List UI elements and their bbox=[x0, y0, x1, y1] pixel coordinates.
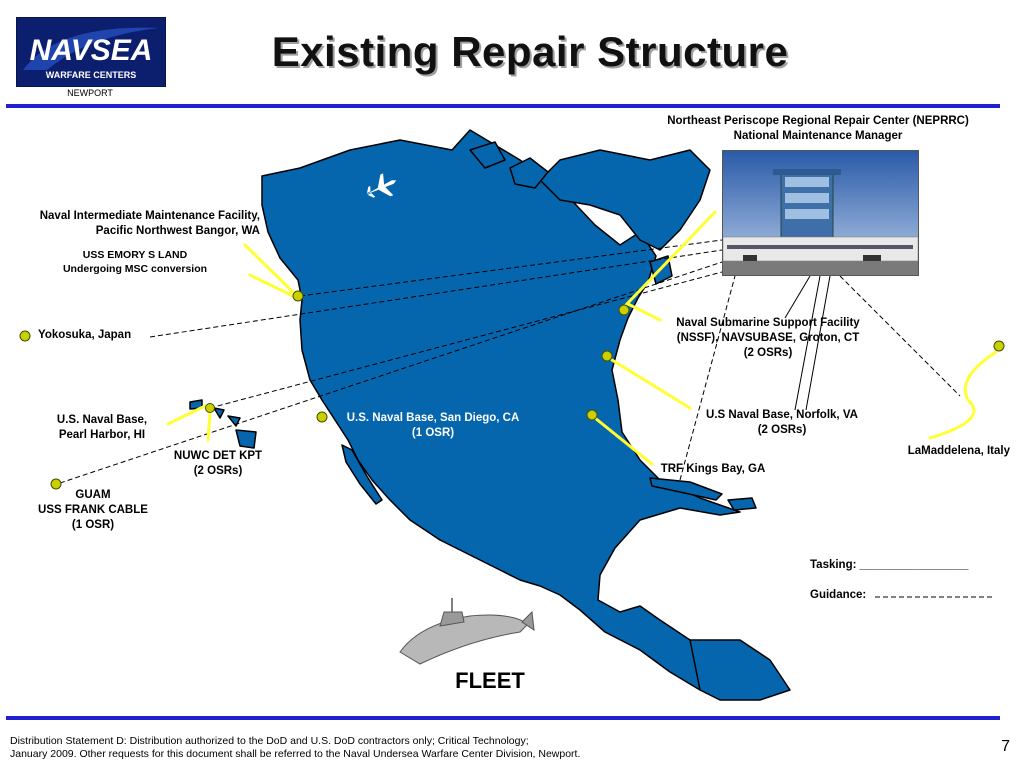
pearl-line1: U.S. Naval Base, bbox=[56, 414, 148, 426]
sandiego-label: U.S. Naval Base, San Diego, CA (1 OSR) bbox=[320, 411, 546, 441]
emory-label: USS EMORY S LAND Undergoing MSC conversi… bbox=[30, 248, 240, 276]
guam-line1: GUAM bbox=[75, 489, 111, 501]
marker-norfolk[interactable] bbox=[601, 350, 613, 362]
marker-italy[interactable] bbox=[993, 340, 1005, 352]
guam-line3: (1 OSR) bbox=[71, 519, 115, 531]
guam-line2: USS FRANK CABLE bbox=[38, 504, 148, 516]
footer-rule bbox=[6, 716, 1000, 720]
sandiego-line2: (1 OSR) bbox=[411, 427, 455, 439]
dashed-line-guam bbox=[59, 261, 723, 484]
sandiego-line1: U.S. Naval Base, San Diego, CA bbox=[346, 412, 520, 424]
bangor-label: Naval Intermediate Maintenance Facility,… bbox=[6, 209, 260, 239]
marker-sandiego[interactable] bbox=[316, 411, 328, 423]
submarine-icon bbox=[399, 598, 535, 665]
norfolk-line2: (2 OSRs) bbox=[757, 424, 807, 436]
bangor-line2: Pacific Northwest Bangor, WA bbox=[95, 225, 260, 237]
fleet-label: FLEET bbox=[455, 668, 525, 693]
arrow-nuwc bbox=[206, 412, 212, 442]
logo-location: NEWPORT bbox=[67, 88, 113, 98]
navsea-logo: NAVSEA WARFARE CENTERS bbox=[16, 17, 166, 87]
cuba bbox=[649, 477, 723, 501]
footer-line2: January 2009. Other requests for this do… bbox=[10, 748, 581, 760]
arrow-kings bbox=[593, 416, 654, 466]
yokosuka-label: Yokosuka, Japan bbox=[38, 329, 132, 341]
baja-peninsula bbox=[341, 444, 383, 505]
marker-kings[interactable] bbox=[586, 409, 598, 421]
arrow-pearl bbox=[166, 404, 207, 426]
groton-label: Naval Submarine Support Facility (NSSF),… bbox=[650, 316, 886, 361]
kings-bay-label: TRF Kings Bay, GA bbox=[660, 463, 766, 475]
marker-groton[interactable] bbox=[618, 304, 630, 316]
neprrc-line2: National Maintenance Manager bbox=[733, 130, 903, 142]
arrow-italy bbox=[928, 350, 998, 440]
pearl-line2: Pearl Harbor, HI bbox=[58, 429, 146, 441]
line-norfolk-1 bbox=[794, 275, 821, 411]
arrow-norfolk bbox=[610, 358, 692, 410]
guidance-label: Guidance: bbox=[810, 589, 867, 601]
marker-yokosuka[interactable] bbox=[19, 330, 31, 342]
tasking-field: Tasking: _________________ bbox=[810, 558, 1010, 573]
emory-line2: Undergoing MSC conversion bbox=[62, 263, 208, 275]
arrow-groton-2 bbox=[626, 302, 662, 322]
airplane-icon bbox=[365, 173, 397, 198]
hawaii-island-4 bbox=[235, 429, 257, 449]
page-title: Existing Repair Structure bbox=[271, 28, 789, 75]
emory-line1: USS EMORY S LAND bbox=[82, 249, 188, 261]
guam-label: GUAM USS FRANK CABLE (1 OSR) bbox=[20, 488, 166, 533]
nuwc-line2: (2 OSRs) bbox=[193, 465, 243, 477]
neprrc-label: Northeast Periscope Regional Repair Cent… bbox=[622, 114, 1014, 144]
italy-label: LaMaddelena, Italy bbox=[907, 445, 1010, 457]
dashed-line-yokosuka bbox=[149, 249, 723, 338]
building-graphic bbox=[723, 151, 918, 275]
line-groton-1 bbox=[784, 275, 811, 319]
marker-pearl[interactable] bbox=[205, 403, 215, 413]
groton-line2: (NSSF), NAVSUBASE, Groton, CT bbox=[676, 332, 860, 344]
dashed-line-italy bbox=[839, 275, 961, 397]
arctic-island-2 bbox=[469, 141, 506, 169]
navsea-logo-graphic: NAVSEA WARFARE CENTERS bbox=[23, 27, 159, 80]
groton-line3: (2 OSRs) bbox=[743, 347, 793, 359]
norfolk-line1: U.S Naval Base, Norfolk, VA bbox=[706, 409, 858, 421]
marker-bangor[interactable] bbox=[292, 290, 304, 302]
dashed-line-bangor bbox=[299, 239, 723, 297]
neprrc-line1: Northeast Periscope Regional Repair Cent… bbox=[667, 115, 969, 127]
pearl-label: U.S. Naval Base, Pearl Harbor, HI bbox=[34, 413, 170, 443]
norfolk-label: U.S Naval Base, Norfolk, VA (2 OSRs) bbox=[688, 408, 876, 438]
neprrc-building-photo bbox=[722, 150, 919, 276]
bangor-line1: Naval Intermediate Maintenance Facility, bbox=[39, 210, 260, 222]
arctic-island-1 bbox=[509, 157, 549, 189]
greenland bbox=[539, 149, 711, 251]
hawaii-island-3 bbox=[227, 415, 241, 427]
header-rule bbox=[6, 104, 1000, 108]
footer-line1: Distribution Statement D: Distribution a… bbox=[10, 735, 529, 747]
hawaii-island-2 bbox=[213, 407, 225, 419]
hispaniola bbox=[727, 497, 757, 511]
arrow-groton-1 bbox=[623, 210, 717, 308]
nuwc-line1: NUWC DET KPT bbox=[173, 450, 263, 462]
page-number: 7 bbox=[1001, 738, 1010, 755]
arrow-bangor-1 bbox=[243, 243, 297, 296]
tasking-label: Tasking: bbox=[810, 559, 857, 571]
line-norfolk-2 bbox=[805, 275, 831, 411]
logo-tagline: WARFARE CENTERS bbox=[46, 70, 137, 80]
south-america bbox=[689, 639, 791, 701]
dashed-line-kings bbox=[679, 275, 736, 481]
arrow-bangor-2 bbox=[248, 273, 297, 299]
tasking-value: _________________ bbox=[859, 559, 969, 571]
distribution-statement: Distribution Statement D: Distribution a… bbox=[10, 735, 710, 761]
nuwc-label: NUWC DET KPT (2 OSRs) bbox=[168, 449, 268, 479]
logo-text: NAVSEA bbox=[30, 34, 153, 67]
marker-guam[interactable] bbox=[50, 478, 62, 490]
groton-line1: Naval Submarine Support Facility bbox=[676, 317, 860, 329]
